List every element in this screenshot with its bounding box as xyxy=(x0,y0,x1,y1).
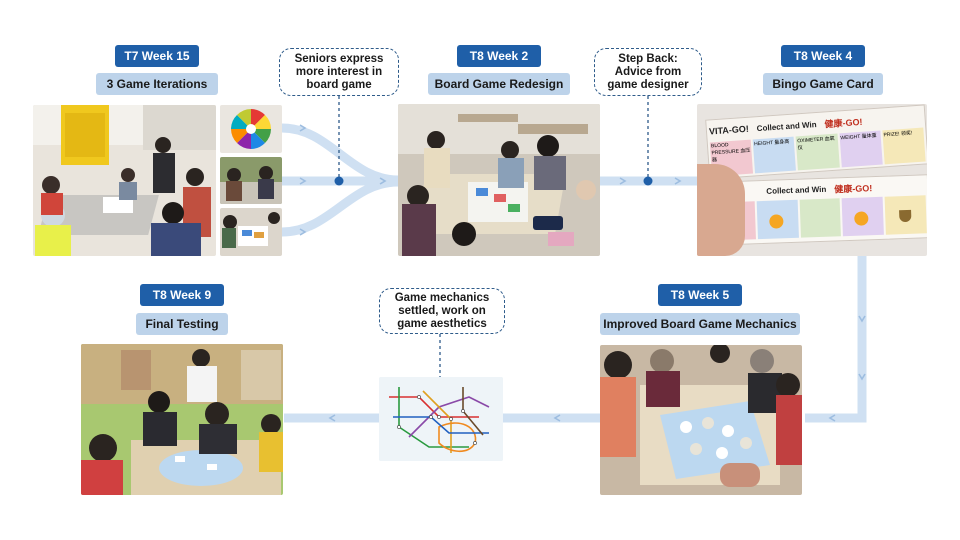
milestone-week-3: T8 Week 4 xyxy=(781,45,865,67)
note-seniors-interest: Seniors express more interest in board g… xyxy=(279,48,399,96)
bingo-title-right: 健康-GO! xyxy=(834,182,873,194)
note-dot-seniors xyxy=(334,176,344,186)
chevron-right-icon xyxy=(299,228,307,236)
chevron-left-icon xyxy=(328,414,336,422)
bingo-cell: PRIZE! 领奖! xyxy=(882,127,926,165)
milestone-week-5: T8 Week 9 xyxy=(140,284,224,306)
bingo-cell: HEIGHT 量身高 xyxy=(752,136,797,174)
photo-bingo-card: VITA-GO! Collect and Win 健康-GO! BLOOD PR… xyxy=(697,104,927,256)
photo-final-testing xyxy=(81,344,283,495)
bingo-cell: OXIMETER 血氧仪 xyxy=(795,133,840,171)
chevron-right-icon xyxy=(299,124,307,132)
milestone-title-5: Final Testing xyxy=(136,313,228,335)
photo-small-group xyxy=(220,157,282,204)
trophy-icon xyxy=(899,209,912,223)
note-step-back: Step Back: Advice from game designer xyxy=(594,48,702,96)
photo-spin-wheel xyxy=(220,105,282,153)
chevron-right-icon xyxy=(674,177,682,185)
milestone-title-1: 3 Game Iterations xyxy=(96,73,218,95)
merge-branch-top xyxy=(281,123,399,185)
photo-metro-map xyxy=(379,377,503,461)
photo-game-iterations-group xyxy=(33,105,216,256)
chevron-down-icon xyxy=(858,373,866,381)
milestone-title-4: Improved Board Game Mechanics xyxy=(600,313,800,335)
milestone-title-2: Board Game Redesign xyxy=(428,73,570,95)
bingo-title-right: 健康-GO! xyxy=(824,116,863,129)
bingo-cell: WEIGHT 量体重 xyxy=(839,130,883,168)
chevron-right-icon xyxy=(619,177,627,185)
bingo-title-mid: Collect and Win xyxy=(766,184,827,196)
photo-board-game-redesign xyxy=(398,104,600,256)
chevron-left-icon xyxy=(828,414,836,422)
chevron-down-icon xyxy=(858,315,866,323)
milestone-title-3: Bingo Game Card xyxy=(763,73,883,95)
milestone-week-4: T8 Week 5 xyxy=(658,284,742,306)
note-dot-stepback xyxy=(643,176,653,186)
chevron-right-icon xyxy=(299,177,307,185)
milestone-week-1: T7 Week 15 xyxy=(115,45,199,67)
note-game-mechanics: Game mechanics settled, work on game aes… xyxy=(379,288,505,334)
hand xyxy=(697,164,745,256)
flow-line-right-down xyxy=(805,256,867,423)
bingo-card-back: VITA-GO! Collect and Win 健康-GO! BLOOD PR… xyxy=(705,104,927,180)
milestone-week-2: T8 Week 2 xyxy=(457,45,541,67)
chevron-left-icon xyxy=(553,414,561,422)
bingo-title-mid: Collect and Win xyxy=(756,119,817,133)
photo-improved-mechanics xyxy=(600,345,802,495)
photo-game-cards xyxy=(220,208,282,256)
bingo-title-left: VITA-GO! xyxy=(708,123,750,137)
merge-branch-bottom xyxy=(281,177,399,237)
chevron-right-icon xyxy=(379,177,387,185)
